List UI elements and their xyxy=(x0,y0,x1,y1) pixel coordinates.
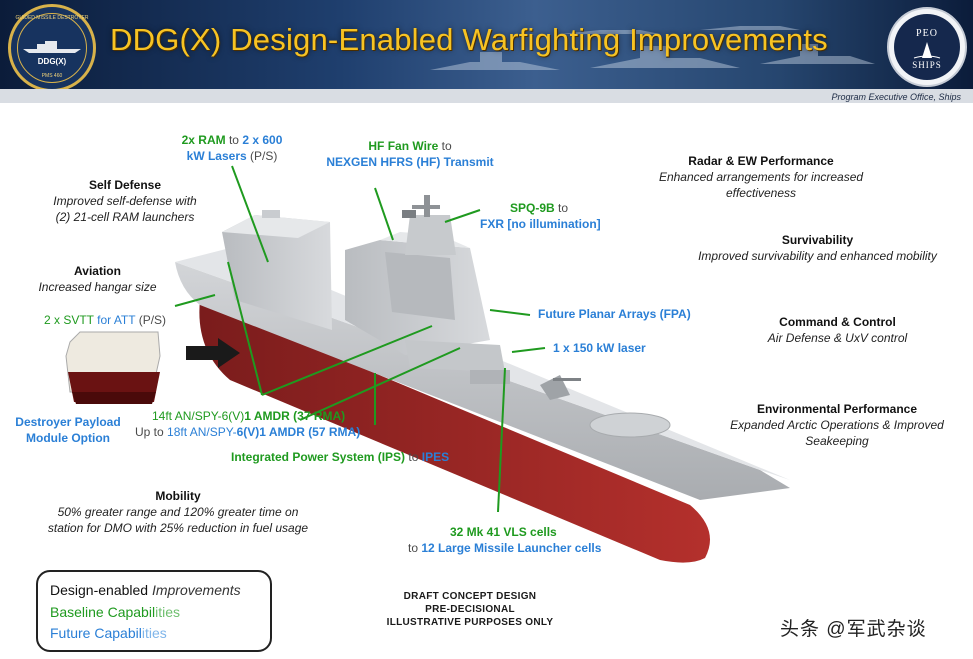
ship-silhouette-icon xyxy=(23,41,81,53)
payload-module-icon xyxy=(65,331,161,404)
survivability-callout: Survivability Improved survivability and… xyxy=(685,232,950,264)
legend-future: Future Capabilities xyxy=(50,625,167,641)
seal-peo-text: PEO xyxy=(916,28,938,39)
seal-middle-text: DDG(X) xyxy=(37,57,67,66)
ship-superstructure xyxy=(222,195,671,438)
seal-top-text: GUIDED MISSILE DESTROYER xyxy=(15,15,89,21)
leader-lines xyxy=(174,165,546,513)
hf-line2: NEXGEN HFRS (HF) Transmit xyxy=(326,155,494,169)
spq-line1: SPQ-9B to xyxy=(510,201,569,215)
environmental-heading: Environmental Performance xyxy=(756,402,918,416)
environmental-callout: Environmental Performance Expanded Arcti… xyxy=(718,401,956,449)
arrow-icon xyxy=(186,338,240,368)
aviation-line1: Increased hangar size xyxy=(38,280,157,294)
legend-design-enabled: Design-enabled Improvements xyxy=(50,582,241,598)
banner-subtitle: Program Executive Office, Ships xyxy=(831,92,961,102)
mobility-callout: Mobility 50% greater range and 120% grea… xyxy=(30,488,326,536)
radar-ew-callout: Radar & EW Performance Enhanced arrangem… xyxy=(646,153,876,201)
payload-line2: Module Option xyxy=(26,431,110,445)
fleet-background-image xyxy=(430,26,875,70)
payload-module-callout: Destroyer Payload Module Option xyxy=(12,414,124,446)
radar-ew-heading: Radar & EW Performance xyxy=(688,154,834,168)
amdr-line1: 14ft AN/SPY-6(V)1 AMDR (37 RMA) xyxy=(152,409,346,423)
ram-line: 2x RAM to 2 x 600 xyxy=(181,133,283,147)
ips-callout: Integrated Power System (IPS) to IPES xyxy=(231,450,450,464)
laser-line: kW Lasers (P/S) xyxy=(186,149,278,163)
self-defense-line1: Improved self-defense with xyxy=(53,194,197,208)
command-control-heading: Command & Control xyxy=(779,315,896,329)
peo-ships-seal: PEO SHIPS xyxy=(887,7,967,87)
seal-ring xyxy=(17,13,87,83)
laser-callout: 1 x 150 kW laser xyxy=(553,341,646,355)
vls-line2: to 12 Large Missile Launcher cells xyxy=(408,541,602,555)
spq-callout: SPQ-9B to FXR [no illumination] xyxy=(480,200,601,232)
ddgx-program-seal: GUIDED MISSILE DESTROYER DDG(X) PMS 460 xyxy=(8,4,96,92)
aviation-heading: Aviation xyxy=(74,264,121,278)
hf-line1: HF Fan Wire to xyxy=(368,139,452,153)
amdr-line2: Up to 18ft AN/SPY-6(V)1 AMDR (57 RMA) xyxy=(135,425,361,439)
amdr-callout: 14ft AN/SPY-6(V)1 AMDR (37 RMA) Up to 18… xyxy=(135,408,360,440)
seal-bottom-text: PMS 460 xyxy=(41,73,63,79)
ram-laser-callout: 2x RAM to 2 x 600 kW Lasers (P/S) xyxy=(170,132,294,164)
radar-ew-line2: effectiveness xyxy=(725,186,797,200)
survivability-line1: Improved survivability and enhanced mobi… xyxy=(698,249,937,263)
ship-illustration xyxy=(65,165,790,563)
banner-strip: Program Executive Office, Ships xyxy=(0,89,973,103)
aviation-callout: Aviation Increased hangar size xyxy=(30,263,165,295)
environmental-line2: Seakeeping xyxy=(805,434,869,448)
command-control-line1: Air Defense & UxV control xyxy=(767,331,908,345)
page-title: DDG(X) Design-Enabled Warfighting Improv… xyxy=(110,22,828,57)
spq-line2: FXR [no illumination] xyxy=(480,217,601,231)
legend-baseline: Baseline Capabilities xyxy=(50,604,180,620)
payload-line1: Destroyer Payload xyxy=(15,415,121,429)
ship-bow-icon xyxy=(913,42,941,59)
header-banner: GUIDED MISSILE DESTROYER DDG(X) PMS 460 … xyxy=(0,0,973,103)
hf-callout: HF Fan Wire to NEXGEN HFRS (HF) Transmit xyxy=(320,138,500,170)
self-defense-line2: (2) 21-cell RAM launchers xyxy=(55,210,195,224)
vls-callout: 32 Mk 41 VLS cells to 12 Large Missile L… xyxy=(408,524,601,556)
draft-line2: PRE-DECISIONAL xyxy=(425,604,515,615)
draft-line1: DRAFT CONCEPT DESIGN xyxy=(403,591,537,602)
svtt-callout: 2 x SVTT for ATT (P/S) xyxy=(44,313,167,327)
watermark: 头条 @军武杂谈 xyxy=(780,619,927,640)
mobility-heading: Mobility xyxy=(155,489,201,503)
self-defense-heading: Self Defense xyxy=(88,178,162,192)
survivability-heading: Survivability xyxy=(781,233,854,247)
legend-box: Design-enabled Improvements Baseline Cap… xyxy=(36,570,272,652)
seal-ships-text: SHIPS xyxy=(912,60,942,70)
environmental-line1: Expanded Arctic Operations & Improved xyxy=(730,418,944,432)
command-control-callout: Command & Control Air Defense & UxV cont… xyxy=(745,314,930,346)
draft-line3: ILLUSTRATIVE PURPOSES ONLY xyxy=(386,617,554,628)
mobility-line1: 50% greater range and 120% greater time … xyxy=(57,505,299,519)
vls-line1: 32 Mk 41 VLS cells xyxy=(450,525,557,539)
radar-ew-line1: Enhanced arrangements for increased xyxy=(658,170,864,184)
mobility-line2: station for DMO with 25% reduction in fu… xyxy=(47,521,309,535)
fpa-callout: Future Planar Arrays (FPA) xyxy=(538,307,691,321)
seal-inner: PEO SHIPS xyxy=(894,14,960,80)
self-defense-callout: Self Defense Improved self-defense with … xyxy=(35,177,215,225)
draft-notice: DRAFT CONCEPT DESIGN PRE-DECISIONAL ILLU… xyxy=(360,590,580,629)
